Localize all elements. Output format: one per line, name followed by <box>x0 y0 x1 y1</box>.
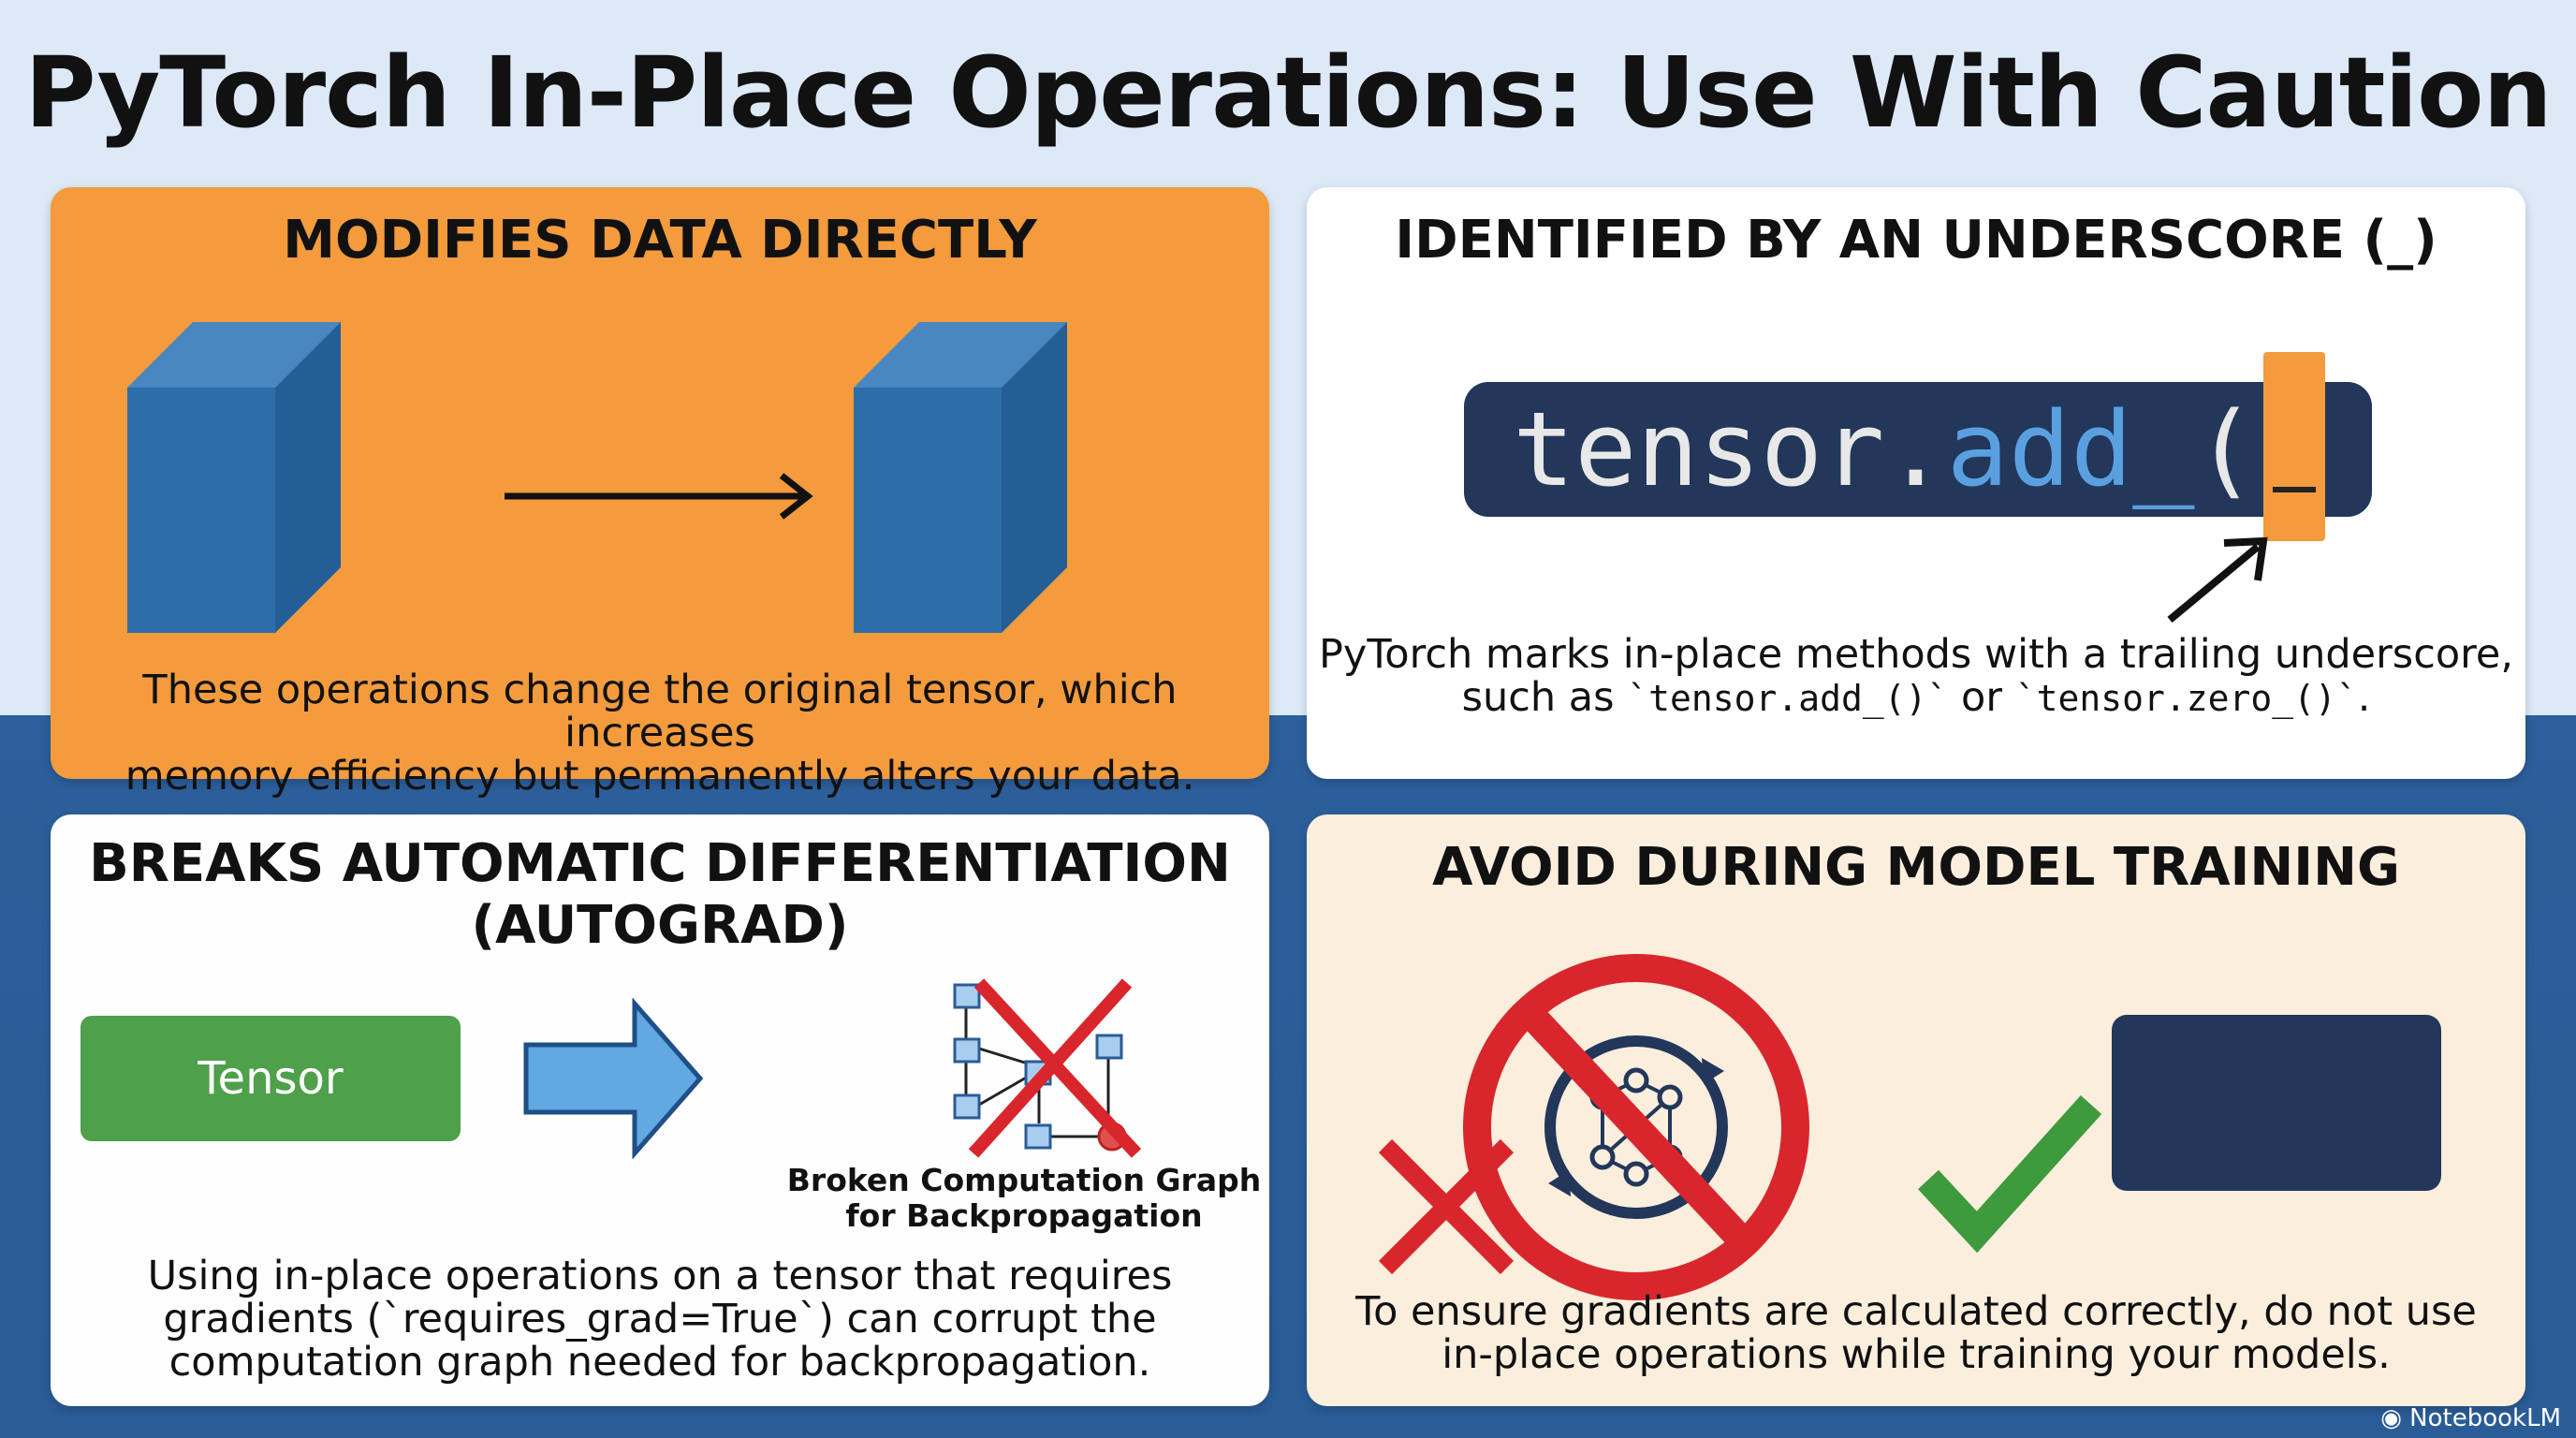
model-block <box>2112 1015 2441 1191</box>
body-line: in-place operations while training your … <box>1442 1331 2391 1378</box>
caption-line: for Backpropagation <box>845 1197 1203 1234</box>
right-arrow-icon <box>523 998 704 1159</box>
graph-caption: Broken Computation Graph for Backpropaga… <box>762 1163 1286 1234</box>
checkmark-icon <box>1918 1094 2102 1253</box>
code-inline: `tensor.add_()` <box>1627 678 1949 719</box>
brand-label: ◉ NotebookLM <box>2380 1404 2561 1432</box>
code-method: add_ <box>1946 389 2195 509</box>
panel-autograd: BREAKS AUTOMATIC DIFFERENTIATION (AUTOGR… <box>51 814 1269 1406</box>
cross-icon <box>968 978 1142 1158</box>
panel-title: BREAKS AUTOMATIC DIFFERENTIATION (AUTOGR… <box>51 833 1269 957</box>
page-title: PyTorch In-Place Operations: Use With Ca… <box>24 36 2552 150</box>
panel-training: AVOID DURING MODEL TRAINING <box>1307 814 2525 1406</box>
panel-underscore: IDENTIFIED BY AN UNDERSCORE (_) tensor.a… <box>1307 187 2525 779</box>
panel-title: MODIFIES DATA DIRECTLY <box>283 210 1037 271</box>
caption-line: Broken Computation Graph <box>786 1162 1262 1198</box>
underscore-highlight <box>2263 352 2325 541</box>
code-paren: ( <box>2194 389 2257 509</box>
code-snippet: tensor.add_( <box>1464 382 2372 517</box>
panel-body: Using in-place operations on a tensor th… <box>51 1255 1269 1384</box>
body-line: Using in-place operations on a tensor th… <box>147 1253 1173 1299</box>
prohibited-icon <box>1463 954 1809 1300</box>
body-text: or <box>1948 674 2015 721</box>
code-prefix: tensor. <box>1513 389 1947 509</box>
right-arrow-icon <box>505 473 813 520</box>
body-line: gradients (`requires_grad=True`) can cor… <box>163 1296 1157 1343</box>
panel-body: To ensure gradients are calculated corre… <box>1307 1290 2525 1376</box>
panel-modifies-data: MODIFIES DATA DIRECTLY These operations … <box>51 187 1269 798</box>
body-line: computation graph needed for backpropaga… <box>168 1339 1151 1386</box>
panel-title: IDENTIFIED BY AN UNDERSCORE (_) <box>1395 210 2437 271</box>
pointer-arrow-icon <box>2167 536 2268 624</box>
cube-icon <box>127 322 341 633</box>
body-line: These operations change the original ten… <box>142 667 1178 756</box>
code-text: tensor.add_( <box>1513 382 2257 517</box>
title-line: (AUTOGRAD) <box>471 895 849 956</box>
body-line: memory efficiency but permanently alters… <box>124 753 1195 800</box>
panel-body: PyTorch marks in-place methods with a tr… <box>1307 633 2525 720</box>
body-text: such as <box>1461 674 1628 721</box>
panel-body: These operations change the original ten… <box>51 668 1269 798</box>
body-line: PyTorch marks in-place methods with a tr… <box>1318 631 2514 678</box>
brand-text: NotebookLM <box>2409 1404 2561 1432</box>
panel-title: AVOID DURING MODEL TRAINING <box>1432 837 2400 898</box>
cube-icon <box>854 322 1067 633</box>
body-text: . <box>2357 674 2371 721</box>
title-line: BREAKS AUTOMATIC DIFFERENTIATION <box>89 833 1231 894</box>
body-line: To ensure gradients are calculated corre… <box>1355 1288 2477 1335</box>
code-inline: `tensor.zero_()` <box>2014 678 2358 719</box>
cross-icon <box>1378 1138 1515 1275</box>
tensor-label: Tensor <box>80 1016 461 1141</box>
body-line: such as `tensor.add_()` or `tensor.zero_… <box>1307 676 2525 720</box>
